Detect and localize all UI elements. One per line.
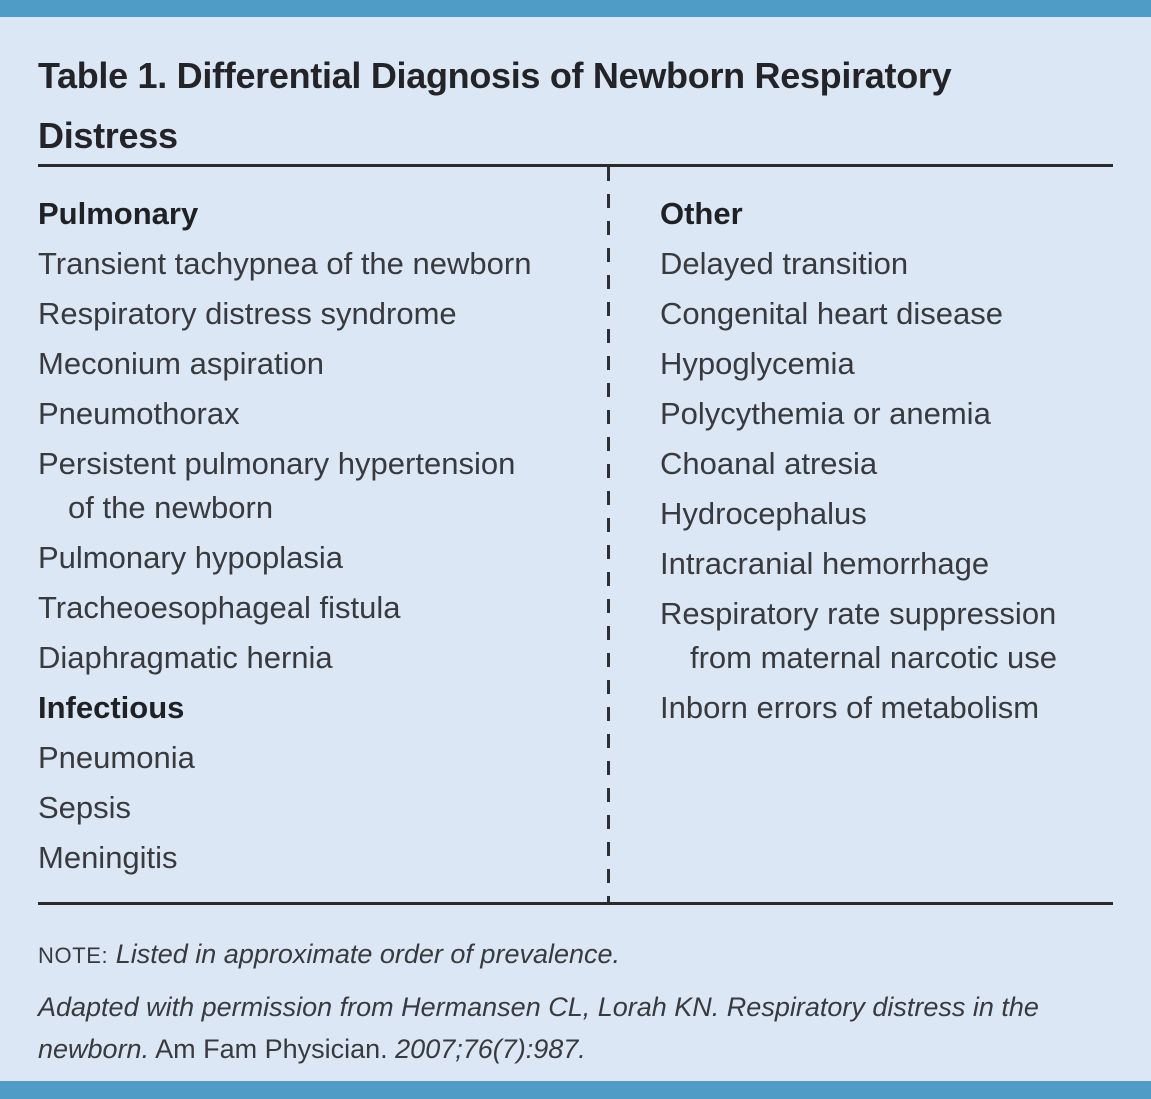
- list-item: Congenital heart disease: [660, 296, 1003, 331]
- note-line: NOTE: Listed in approximate order of pre…: [38, 934, 1138, 976]
- credit-citation: 2007;76(7):987.: [395, 1034, 586, 1064]
- list-item: Diaphragmatic hernia: [38, 640, 333, 675]
- list-item: Choanal atresia: [660, 446, 878, 481]
- section-header: Other: [660, 196, 743, 231]
- table-title: Table 1. Differential Diagnosis of Newbo…: [38, 55, 952, 156]
- note-label: NOTE:: [38, 943, 109, 968]
- list-item: Meningitis: [38, 840, 178, 875]
- footer-rule: [38, 902, 1113, 905]
- list-item: Pneumonia: [38, 740, 195, 775]
- list-item: Transient tachypnea of the newborn: [38, 246, 532, 281]
- header-rule: [38, 164, 1113, 167]
- section-header: Infectious: [38, 690, 185, 725]
- list-item: Delayed transition: [660, 246, 909, 281]
- source-credit: Adapted with permission from Hermansen C…: [38, 986, 1140, 1070]
- list-item: Meconium aspiration: [38, 346, 325, 381]
- list-item: Persistent pulmonary hypertension of the…: [38, 446, 516, 525]
- section-header: Pulmonary: [38, 196, 199, 231]
- credit-journal-name: Am Fam Physician.: [149, 1034, 396, 1064]
- list-item: Intracranial hemorrhage: [660, 546, 990, 581]
- column-divider-dashed: [607, 167, 610, 902]
- list-item: Inborn errors of metabolism: [660, 690, 1040, 725]
- list-item: Hypoglycemia: [660, 346, 855, 381]
- bottom-accent-bar: [0, 1081, 1151, 1099]
- note-text: Listed in approximate order of prevalenc…: [108, 939, 621, 969]
- list-item: Respiratory distress syndrome: [38, 296, 457, 331]
- list-item: Polycythemia or anemia: [660, 396, 991, 431]
- top-accent-bar: [0, 0, 1151, 17]
- credit-adapted-text: Adapted with permission from Hermansen C…: [38, 992, 1039, 1064]
- list-item: Pneumothorax: [38, 396, 240, 431]
- list-item: Hydrocephalus: [660, 496, 867, 531]
- list-item: Pulmonary hypoplasia: [38, 540, 344, 575]
- list-item: Tracheoesophageal fistula: [38, 590, 401, 625]
- list-item: Sepsis: [38, 790, 132, 825]
- list-item: Respiratory rate suppression from matern…: [660, 596, 1057, 675]
